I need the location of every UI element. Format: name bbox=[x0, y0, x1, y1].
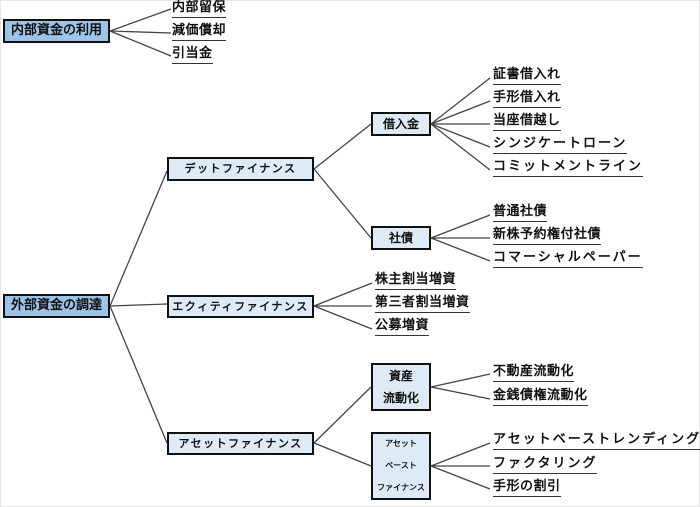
connector bbox=[313, 282, 373, 307]
connector bbox=[430, 442, 491, 467]
connector bbox=[109, 8, 172, 32]
connector bbox=[430, 123, 491, 171]
connector bbox=[430, 77, 491, 125]
leaf-real-estate-securitization: 不動産流動化 bbox=[493, 364, 575, 382]
leaf-bill-loan: 手形借入れ bbox=[493, 90, 561, 108]
leaf-asset-based-lending: アセットベーストレンディング bbox=[493, 432, 700, 450]
node-borrowing: 借入金 bbox=[371, 112, 431, 136]
node-internal-funds: 内部資金の利用 bbox=[3, 19, 110, 43]
connector bbox=[430, 386, 491, 400]
node-label: エクィティファイナンス bbox=[172, 299, 309, 313]
connector bbox=[109, 170, 168, 307]
leaf-convertible-bond: 新株予約権付社債 bbox=[493, 227, 602, 245]
connector bbox=[313, 168, 372, 239]
node-label: デットファイナンス bbox=[184, 162, 297, 176]
leaf-syndicated-loan: シンジケートローン bbox=[493, 136, 628, 154]
leaf-straight-bond: 普通社債 bbox=[493, 204, 548, 222]
node-bonds: 社債 bbox=[371, 226, 431, 250]
leaf-commitment-line: コミットメントライン bbox=[493, 159, 644, 177]
connector bbox=[109, 30, 172, 34]
node-label: アセットファイナンス bbox=[178, 436, 303, 450]
leaf-overdraft: 当座借越し bbox=[493, 113, 561, 131]
connector bbox=[313, 123, 372, 170]
connector bbox=[109, 305, 168, 444]
node-equity-finance: エクィティファイナンス bbox=[167, 295, 314, 318]
node-external-funds: 外部資金の調達 bbox=[3, 294, 110, 318]
node-label-line: 資産 bbox=[388, 369, 413, 383]
node-asset-based-finance: アセット ベースト ファイナンス bbox=[371, 432, 431, 500]
node-label: 社債 bbox=[388, 230, 413, 245]
leaf-rights-offering: 株主割当増資 bbox=[375, 272, 457, 290]
node-label-line: ファイナンス bbox=[377, 483, 425, 492]
leaf-factoring: ファクタリング bbox=[493, 456, 598, 474]
connector bbox=[430, 465, 491, 490]
connector bbox=[109, 303, 168, 307]
node-label: 外部資金の調達 bbox=[10, 298, 102, 314]
node-label-line: ベースト bbox=[385, 461, 417, 470]
leaf-bill-discounting: 手形の割引 bbox=[493, 479, 561, 497]
connector bbox=[430, 100, 491, 125]
leaf-receivables-securitization: 金銭債権流動化 bbox=[493, 388, 588, 406]
connector bbox=[313, 386, 372, 444]
leaf-public-offering: 公募増資 bbox=[375, 318, 430, 336]
connector bbox=[313, 442, 372, 467]
connector bbox=[430, 373, 491, 388]
connector bbox=[313, 305, 373, 330]
node-label: 内部資金の利用 bbox=[10, 23, 102, 39]
leaf-retained-earnings: 内部留保 bbox=[172, 0, 227, 18]
connector bbox=[430, 123, 491, 148]
node-securitization: 資産 流動化 bbox=[371, 363, 431, 411]
node-debt-finance: デットファイナンス bbox=[167, 157, 314, 181]
leaf-deed-loan: 証書借入れ bbox=[493, 67, 561, 85]
leaf-depreciation: 減価償却 bbox=[172, 23, 227, 41]
leaf-commercial-paper: コマーシャルペーパー bbox=[493, 250, 643, 268]
leaf-third-party-allotment: 第三者割当増資 bbox=[375, 295, 470, 313]
node-label: 借入金 bbox=[382, 116, 419, 131]
node-label-line: 流動化 bbox=[382, 391, 419, 405]
leaf-allowance: 引当金 bbox=[172, 46, 213, 64]
connector bbox=[430, 237, 491, 262]
connector bbox=[430, 214, 491, 239]
node-asset-finance: アセットファイナンス bbox=[167, 432, 314, 455]
connector bbox=[109, 30, 172, 57]
node-label-line: アセット bbox=[385, 439, 417, 448]
